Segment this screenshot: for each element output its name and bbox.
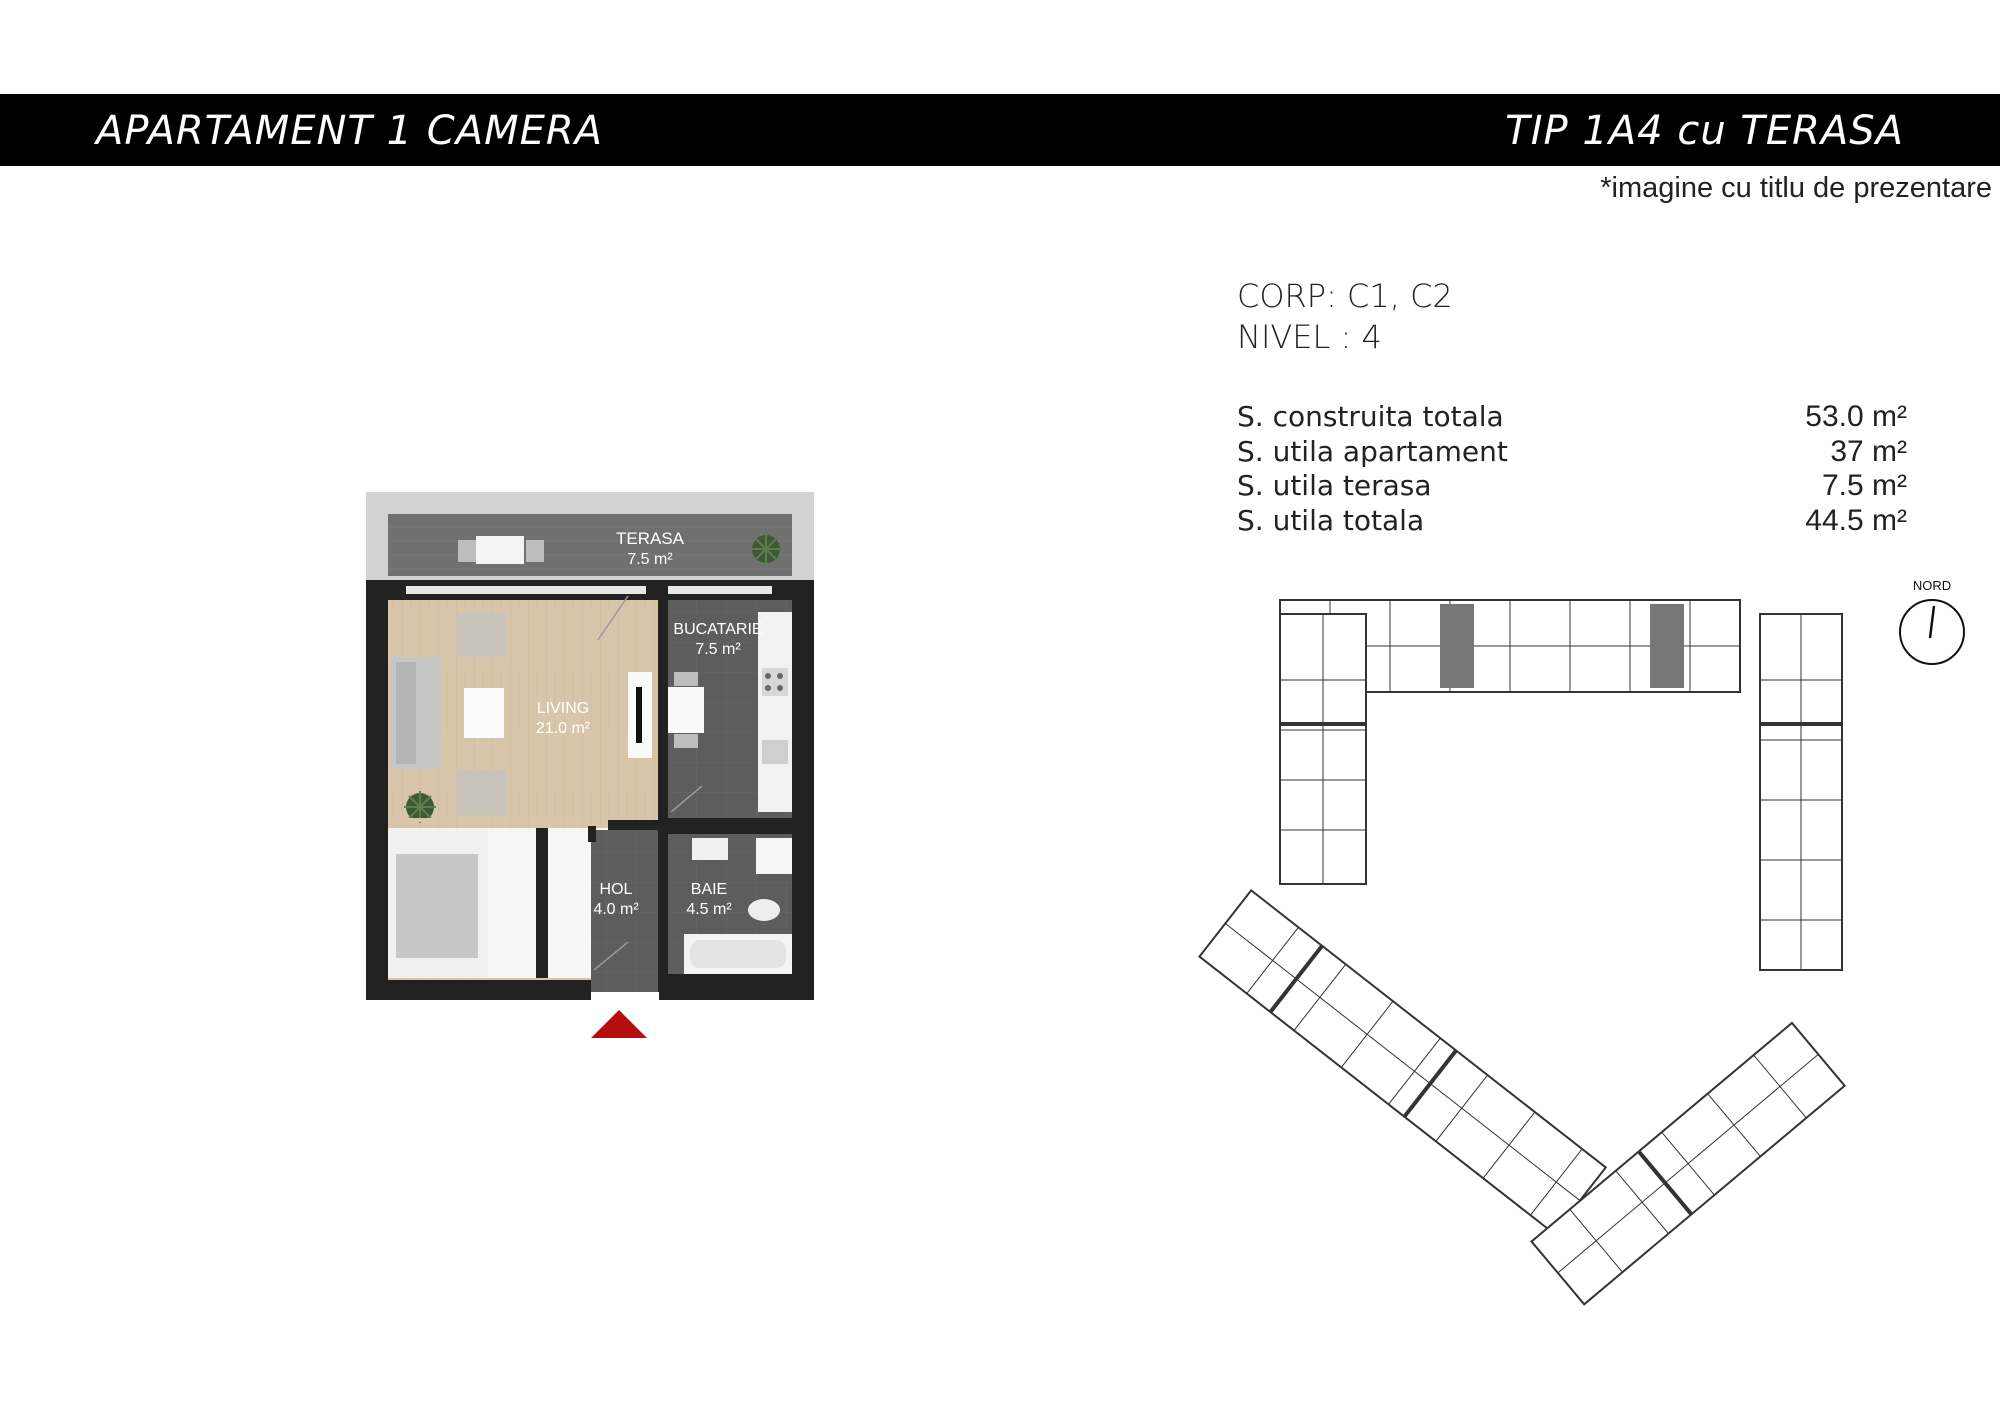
area-row: S. utila apartament 37 m²: [1237, 435, 1907, 470]
building-left-wing: [1279, 613, 1367, 885]
highlighted-unit: [1440, 604, 1474, 688]
compass-label: NORD: [1913, 578, 1951, 593]
nivel-label: NIVEL : 4: [1237, 318, 1382, 356]
plant-icon: [404, 791, 436, 823]
room-name-baie: BAIE: [691, 881, 727, 898]
area-label: S. utila apartament: [1237, 434, 1508, 468]
building-lower-right-wing: [1530, 1021, 1847, 1306]
room-area-hol: 4.0 m²: [593, 901, 639, 918]
area-label: S. utila terasa: [1237, 469, 1432, 502]
dining-table: [668, 687, 704, 733]
armchair: [456, 612, 506, 657]
room-area-terasa: 7.5 m²: [627, 551, 673, 568]
area-label: S. utila totala: [1237, 503, 1425, 537]
apartment-floor-plan: TERASA 7.5 m² LIVING 21.0 m² BUCATARIE 7…: [366, 492, 814, 1038]
room-area-baie: 4.5 m²: [686, 901, 732, 918]
room-name-hol: HOL: [600, 881, 633, 898]
plant-icon: [750, 533, 782, 565]
terrace: TERASA 7.5 m²: [366, 492, 814, 580]
area-row: S. construita totala 53.0 m²: [1237, 400, 1907, 435]
area-table: S. construita totala 53.0 m² S. utila ap…: [1237, 400, 1907, 538]
corp-label: CORP: C1, C2: [1237, 277, 1453, 315]
area-value: 53.0 m²: [1805, 400, 1907, 433]
area-value: 44.5 m²: [1805, 503, 1907, 537]
highlighted-unit: [1650, 604, 1684, 688]
area-row: S. utila terasa 7.5 m²: [1237, 469, 1907, 504]
room-area-living: 21.0 m²: [536, 720, 591, 737]
toilet: [748, 899, 780, 921]
site-plan: [1198, 599, 1847, 1306]
area-label: S. construita totala: [1237, 400, 1504, 433]
entrance-arrow-icon: [591, 1010, 647, 1038]
north-needle-icon: [1928, 605, 1936, 639]
area-value: 37 m²: [1830, 434, 1907, 468]
sink: [692, 838, 728, 860]
area-value: 7.5 m²: [1821, 469, 1907, 502]
building-info: CORP: C1, C2 NIVEL : 4: [1237, 276, 1453, 358]
hall-floor: [591, 830, 659, 1000]
building-right-wing: [1759, 613, 1843, 971]
area-row: S. utila totala 44.5 m²: [1237, 504, 1907, 539]
kitchen-counter: [758, 612, 792, 812]
room-name-living: LIVING: [537, 700, 589, 717]
apartment-type-title: APARTAMENT 1 CAMERA: [96, 108, 604, 154]
header-banner: APARTAMENT 1 CAMERA TIP 1A4 cu TERASA: [0, 94, 2000, 166]
coffee-table: [464, 688, 504, 738]
room-area-bucatarie: 7.5 m²: [695, 641, 741, 658]
north-compass: NORD: [1899, 578, 1965, 665]
apartment-model-title: TIP 1A4 cu TERASA: [1505, 108, 1904, 154]
room-name-terasa: TERASA: [616, 529, 685, 548]
building-lower-left-wing: [1198, 889, 1608, 1236]
disclaimer-note: *imagine cu titlu de prezentare: [1600, 172, 1992, 204]
room-name-bucatarie: BUCATARIE: [673, 621, 762, 638]
